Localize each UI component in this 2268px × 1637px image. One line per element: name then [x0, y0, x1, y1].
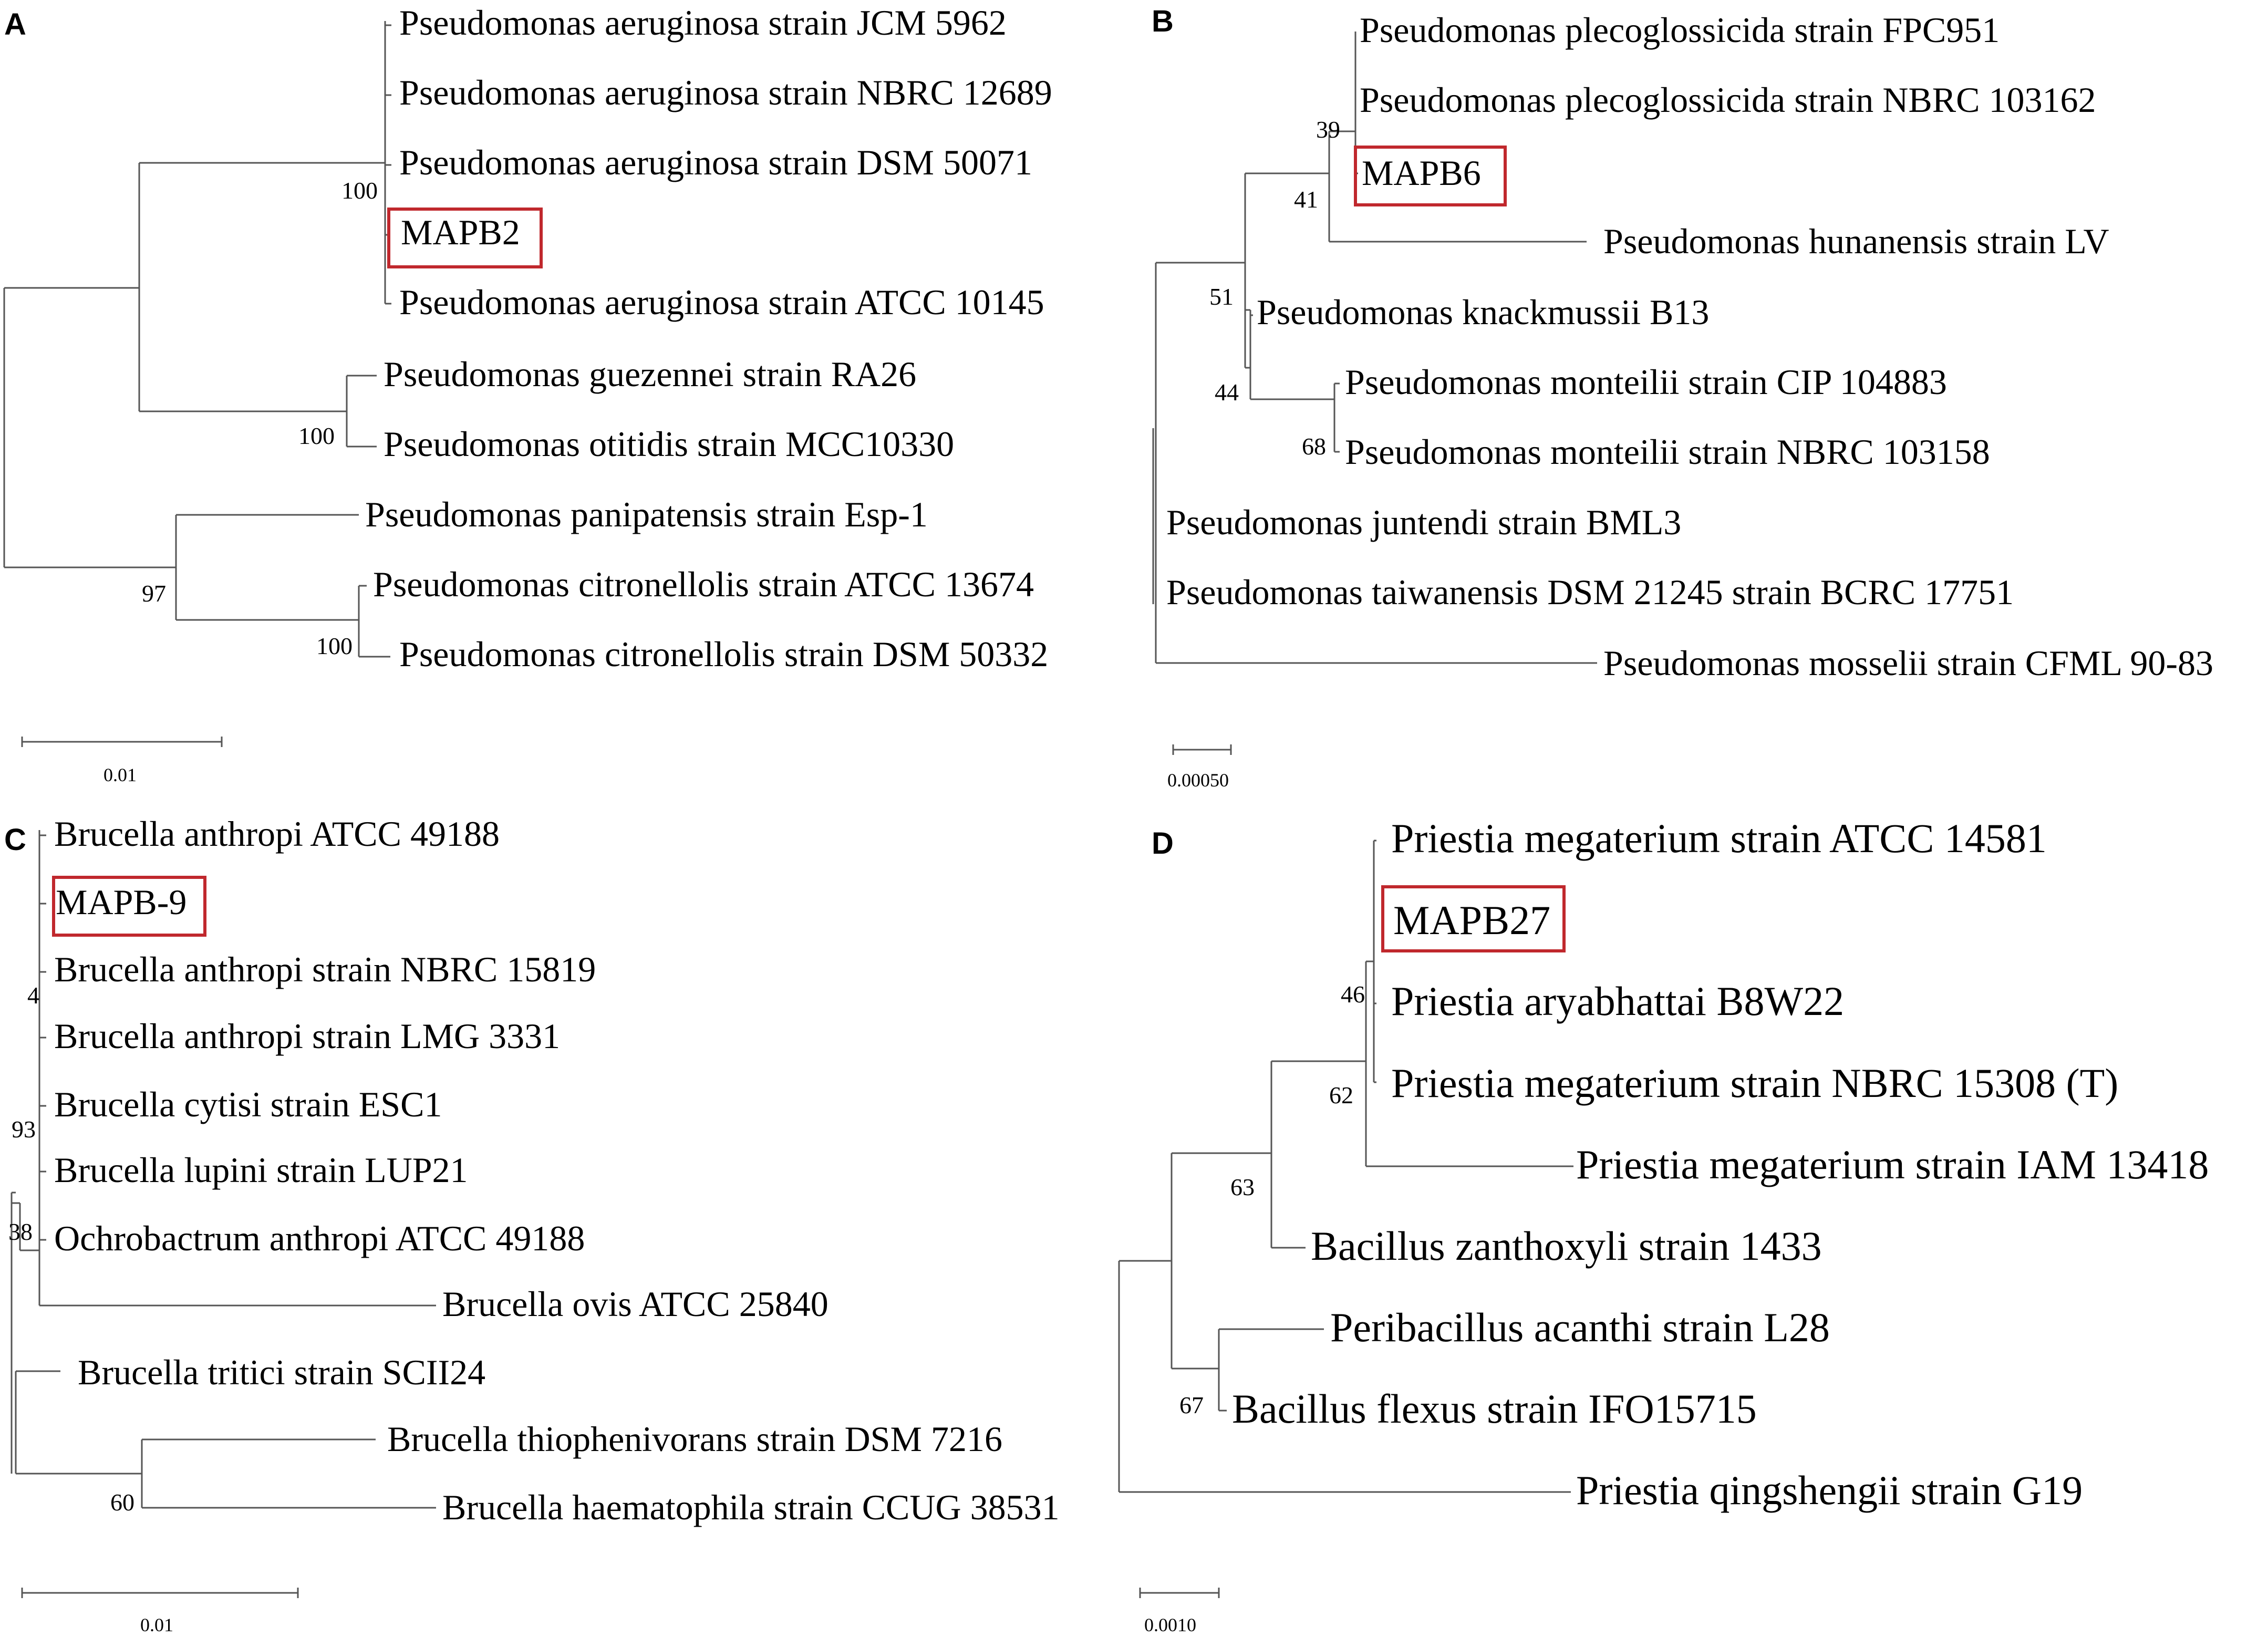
panel-c-letter: C — [4, 823, 26, 857]
scale-bar-label: 0.00050 — [1167, 770, 1229, 791]
taxon-label: Bacillus zanthoxyli strain 1433 — [1311, 1223, 1822, 1269]
panel-b: B — [1152, 4, 2213, 791]
taxon-label: Brucella cytisi strain ESC1 — [54, 1084, 442, 1124]
taxon-label: Brucella thiophenivorans strain DSM 7216 — [387, 1419, 1002, 1459]
taxon-label: Pseudomonas juntendi strain BML3 — [1166, 502, 1681, 542]
bootstrap-value: 67 — [1179, 1392, 1204, 1418]
bootstrap-value: 51 — [1209, 283, 1234, 310]
panel-d-taxa: Priestia megaterium strain ATCC 14581 MA… — [1232, 815, 2209, 1513]
taxon-label: Brucella tritici strain SCII24 — [78, 1352, 485, 1392]
panel-b-taxa: Pseudomonas plecoglossicida strain FPC95… — [1166, 10, 2213, 683]
taxon-label: Pseudomonas plecoglossicida strain NBRC … — [1360, 80, 2096, 120]
bootstrap-value: 97 — [142, 580, 166, 607]
taxon-label: Brucella anthropi strain LMG 3331 — [54, 1016, 560, 1056]
highlight-box — [1354, 146, 1507, 206]
taxon-label: Brucella haematophila strain CCUG 38531 — [442, 1487, 1060, 1527]
highlighted-taxon-label: MAPB2 — [401, 212, 520, 252]
taxon-label: Brucella lupini strain LUP21 — [54, 1150, 468, 1190]
taxon-label: Priestia qingshengii strain G19 — [1576, 1467, 2083, 1513]
taxon-label: Brucella anthropi ATCC 49188 — [54, 814, 500, 854]
taxon-label: Priestia aryabhattai B8W22 — [1391, 978, 1844, 1024]
bootstrap-value: 63 — [1230, 1174, 1255, 1200]
panel-c-branches — [11, 830, 436, 1598]
panel-b-branches — [1152, 32, 1597, 755]
bootstrap-value: 41 — [1294, 186, 1318, 213]
taxon-label: Priestia megaterium strain NBRC 15308 (T… — [1391, 1060, 2118, 1106]
taxon-label: Pseudomonas mosselii strain CFML 90-83 — [1603, 643, 2213, 683]
taxon-label: Pseudomonas hunanensis strain LV — [1603, 221, 2109, 261]
taxon-label: Pseudomonas plecoglossicida strain FPC95… — [1360, 10, 2000, 50]
bootstrap-value: 38 — [8, 1218, 33, 1245]
taxon-label: Pseudomonas taiwanensis DSM 21245 strain… — [1166, 572, 2014, 612]
panel-a-bootstraps: 100 100 97 100 — [142, 177, 378, 659]
panel-b-bootstraps: 39 41 51 44 68 — [1209, 116, 1340, 460]
bootstrap-value: 4 — [27, 982, 39, 1009]
taxon-label: Pseudomonas citronellolis strain DSM 503… — [399, 634, 1048, 674]
bootstrap-value: 44 — [1215, 379, 1239, 406]
taxon-label: Pseudomonas knackmussii B13 — [1257, 292, 1709, 332]
panel-b-letter: B — [1152, 4, 1174, 38]
bootstrap-value: 62 — [1329, 1082, 1353, 1108]
highlighted-taxon-label: MAPB27 — [1393, 897, 1550, 943]
taxon-label: Pseudomonas otitidis strain MCC10330 — [384, 424, 954, 464]
panel-c: C Brucella anthr — [4, 814, 1060, 1635]
panel-c-taxa: Brucella anthropi ATCC 49188 MAPB-9 Bruc… — [54, 814, 1060, 1527]
bootstrap-value: 46 — [1341, 981, 1365, 1008]
taxon-label: Pseudomonas monteilii strain CIP 104883 — [1345, 362, 1947, 402]
bootstrap-value: 60 — [110, 1489, 134, 1516]
bootstrap-value: 100 — [316, 633, 353, 659]
scale-bar-label: 0.01 — [103, 764, 137, 785]
taxon-label: Ochrobactrum anthropi ATCC 49188 — [54, 1218, 585, 1258]
highlight-box — [387, 208, 543, 268]
taxon-label: Peribacillus acanthi strain L28 — [1330, 1304, 1830, 1350]
panel-a-taxa: Pseudomonas aeruginosa strain JCM 5962 P… — [365, 3, 1052, 674]
taxon-label: Pseudomonas monteilii strain NBRC 103158 — [1345, 432, 1990, 472]
bootstrap-value: 39 — [1316, 116, 1340, 143]
taxon-label: Pseudomonas citronellolis strain ATCC 13… — [373, 564, 1034, 604]
highlighted-taxon-label: MAPB-9 — [56, 882, 187, 922]
taxon-label: Pseudomonas guezennei strain RA26 — [384, 354, 916, 394]
panel-d: D — [1118, 815, 2209, 1635]
taxon-label: Pseudomonas aeruginosa strain DSM 50071 — [399, 142, 1032, 182]
highlight-box — [52, 876, 206, 937]
bootstrap-value: 93 — [12, 1116, 36, 1143]
highlighted-taxon-label: MAPB6 — [1362, 153, 1481, 193]
panel-a: A — [3, 3, 1052, 785]
taxon-label: Priestia megaterium strain ATCC 14581 — [1391, 815, 2047, 861]
taxon-label: Pseudomonas aeruginosa strain ATCC 10145 — [399, 282, 1044, 322]
panel-d-bootstraps: 46 62 63 67 — [1179, 981, 1365, 1418]
panel-d-branches — [1118, 840, 1573, 1598]
taxon-label: Pseudomonas aeruginosa strain JCM 5962 — [399, 3, 1007, 43]
panel-d-letter: D — [1152, 826, 1174, 861]
taxon-label: Brucella ovis ATCC 25840 — [442, 1284, 829, 1324]
bootstrap-value: 68 — [1302, 433, 1326, 460]
panel-a-letter: A — [4, 7, 26, 42]
bootstrap-value: 100 — [341, 177, 378, 204]
taxon-label: Pseudomonas aeruginosa strain NBRC 12689 — [399, 72, 1052, 112]
taxon-label: Bacillus flexus strain IFO15715 — [1232, 1386, 1757, 1432]
taxon-label: Brucella anthropi strain NBRC 15819 — [54, 949, 596, 989]
highlight-box — [1381, 885, 1566, 952]
panel-c-bootstraps: 4 93 38 60 — [8, 982, 134, 1516]
scale-bar-label: 0.01 — [140, 1614, 173, 1635]
taxon-label: Pseudomonas panipatensis strain Esp-1 — [365, 494, 928, 534]
taxon-label: Priestia megaterium strain IAM 13418 — [1576, 1142, 2209, 1187]
scale-bar-label: 0.0010 — [1144, 1614, 1196, 1635]
panel-a-branches — [3, 21, 391, 747]
bootstrap-value: 100 — [298, 422, 335, 449]
